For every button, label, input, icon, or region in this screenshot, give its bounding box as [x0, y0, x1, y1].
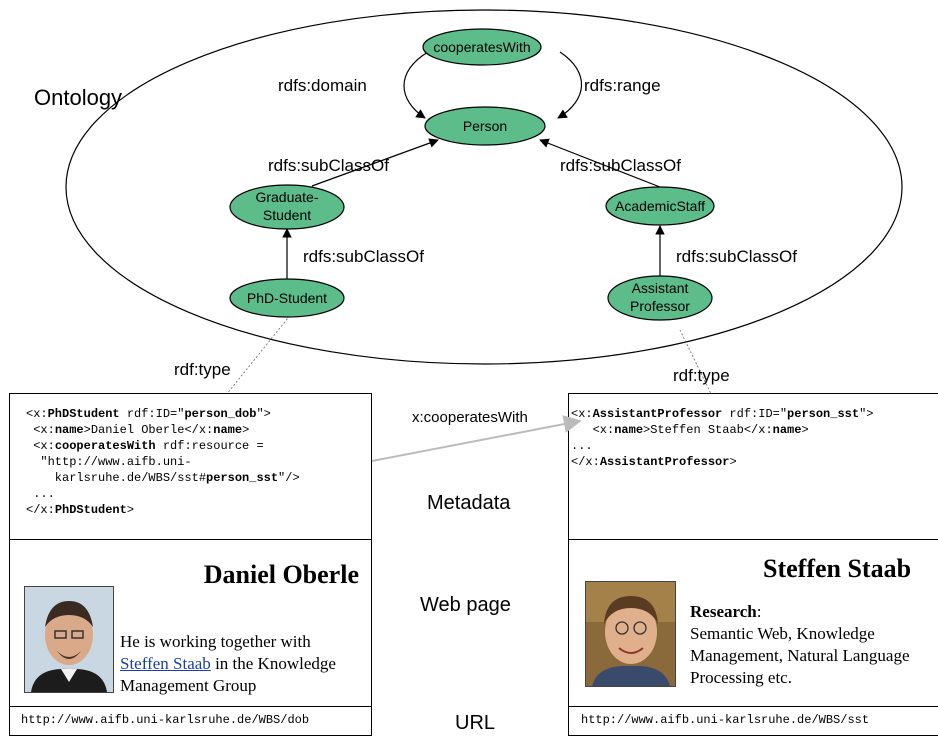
- label-rdfs-range: rdfs:range: [584, 76, 661, 95]
- edge-range: [557, 51, 583, 119]
- left-page-title: Daniel Oberle: [203, 560, 359, 589]
- left-metadata-code: <x:PhDStudent rdf:ID="person_dob"> <x:na…: [26, 407, 300, 517]
- ontology-boundary: [65, 9, 903, 365]
- label-rdfs-domain: rdfs:domain: [278, 76, 367, 95]
- svg-text:Student: Student: [263, 207, 311, 223]
- label-subclass-right-top: rdfs:subClassOf: [560, 156, 681, 175]
- label-subclass-right-bottom: rdfs:subClassOf: [676, 247, 797, 266]
- left-metadata-box: <x:PhDStudent rdf:ID="person_dob"> <x:na…: [9, 393, 372, 540]
- edge-domain: [403, 51, 429, 119]
- svg-text:AcademicStaff: AcademicStaff: [615, 198, 705, 214]
- edge-academic-person: [539, 138, 661, 188]
- svg-text:Assistant: Assistant: [632, 280, 689, 296]
- label-ontology: Ontology: [34, 85, 122, 110]
- svg-text:Professor: Professor: [630, 298, 690, 314]
- node-phd-student: PhD-Student: [229, 278, 345, 318]
- label-rdf-type-left: rdf:type: [174, 360, 231, 379]
- right-page-text: Research:Semantic Web, Knowledge Managem…: [690, 602, 910, 687]
- node-academic-staff: AcademicStaff: [605, 186, 715, 226]
- right-page-title: Steffen Staab: [763, 554, 912, 583]
- svg-text:PhD-Student: PhD-Student: [247, 290, 327, 306]
- label-subclass-left-bottom: rdfs:subClassOf: [303, 247, 424, 266]
- label-metadata: Metadata: [427, 492, 511, 514]
- label-url: URL: [455, 712, 495, 734]
- left-url: http://www.aifb.uni-karlsruhe.de/WBS/dob: [21, 713, 310, 727]
- staab-link[interactable]: Steffen Staab: [120, 654, 211, 673]
- label-web-page: Web page: [420, 594, 511, 616]
- left-webpage-box: Daniel Oberle He is working together wit…: [9, 539, 372, 707]
- label-rdf-type-right: rdf:type: [673, 366, 730, 385]
- left-url-box: http://www.aifb.uni-karlsruhe.de/WBS/dob: [9, 706, 372, 736]
- svg-text:Graduate-: Graduate-: [255, 189, 318, 205]
- right-url-box: http://www.aifb.uni-karlsruhe.de/WBS/sst: [568, 706, 938, 736]
- node-person: Person: [424, 106, 546, 146]
- label-x-cooperates-with: x:cooperatesWith: [412, 409, 528, 426]
- node-cooperates-with: cooperatesWith: [422, 28, 542, 66]
- edge-graduate-person: [311, 138, 439, 187]
- rdf-type-left-line: [225, 317, 289, 396]
- right-metadata-code: <x:AssistantProfessor rdf:ID="person_sst…: [571, 407, 874, 469]
- right-webpage-box: Steffen Staab Research:Semantic Web, Kno…: [568, 539, 938, 707]
- right-url: http://www.aifb.uni-karlsruhe.de/WBS/sst: [581, 713, 870, 727]
- svg-text:cooperatesWith: cooperatesWith: [433, 39, 530, 55]
- svg-text:Person: Person: [463, 118, 507, 134]
- node-graduate-student: Graduate- Student: [229, 184, 345, 230]
- right-person-photo: [585, 581, 676, 687]
- label-subclass-left-top: rdfs:subClassOf: [268, 156, 389, 175]
- node-assistant-professor: Assistant Professor: [607, 275, 713, 321]
- rdf-type-right-line: [679, 329, 715, 401]
- right-metadata-box: <x:AssistantProfessor rdf:ID="person_sst…: [568, 393, 938, 540]
- left-person-photo: [24, 586, 114, 693]
